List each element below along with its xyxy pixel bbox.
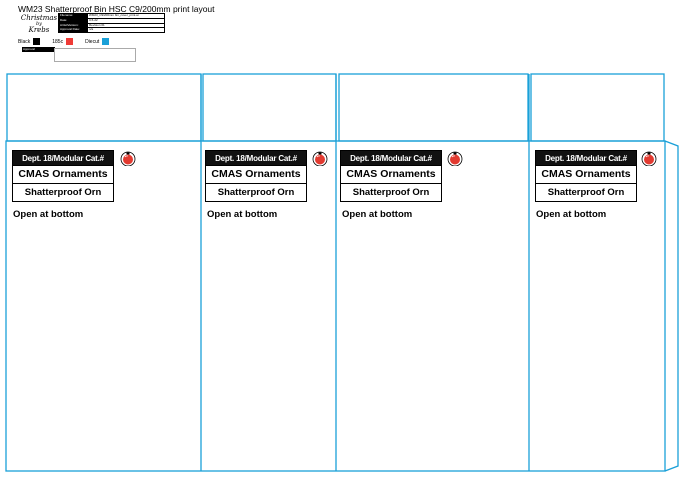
top-flap-2 [202,73,337,142]
legend-diecut-swatch [102,38,110,45]
legend-diecut-label: Diecut [85,38,100,45]
product-subtitle: Shatterproof Orn [12,184,114,202]
ornament-icon [641,151,657,166]
approval-note-box[interactable] [54,48,136,62]
legend-red-swatch [66,38,74,45]
product-name: CMAS Ornaments [535,166,637,184]
legend-black-label: Black [18,38,31,45]
ornament-icon [447,151,463,166]
meta-value: n/a [87,27,165,34]
legend-black-swatch [33,38,41,45]
logo-line-3: Krebs [28,26,50,34]
logo-line-1: Christmas [20,14,58,22]
dept-label: Dept. 18/Modular Cat.# 2603 [12,150,114,179]
top-flap-3 [338,73,529,142]
product-name: CMAS Ornaments [340,166,442,184]
dept-label: Dept. 18/Modular Cat.# 2603 [340,150,442,179]
ornament-icon [120,151,136,166]
logo-line-2: by [35,21,43,27]
product-subtitle: Shatterproof Orn [535,184,637,202]
open-note: Open at bottom [13,209,84,220]
file-info-table: Filename:WM23_C9/200mm bin_cover_print.a… [58,13,165,34]
open-note: Open at bottom [207,209,278,220]
legend-red-label: 185c [52,38,64,45]
approval-note-label: Approval Signature/Date: [22,47,55,56]
color-legend: Black 185c Diecut [18,38,121,45]
open-note: Open at bottom [536,209,607,220]
glue-flap [664,140,679,472]
approval-note: Approval Signature/Date: [22,47,136,62]
product-subtitle: Shatterproof Orn [205,184,307,202]
panel-label: Dept. 18/Modular Cat.# 2603 CMAS Ornamen… [535,150,637,202]
dept-label: Dept. 18/Modular Cat.# 2603 [205,150,307,179]
ornament-icon [312,151,328,166]
top-flap-4 [530,73,665,142]
product-name: CMAS Ornaments [12,166,114,184]
panel-label: Dept. 18/Modular Cat.# 2603 CMAS Ornamen… [340,150,442,202]
open-note: Open at bottom [342,209,413,220]
top-flap-1 [6,73,202,142]
panel-label: Dept. 18/Modular Cat.# 2603 CMAS Ornamen… [12,150,114,202]
meta-row: Approval Date:n/a [58,27,165,34]
panel-label: Dept. 18/Modular Cat.# 2603 CMAS Ornamen… [205,150,307,202]
product-subtitle: Shatterproof Orn [340,184,442,202]
page-title: WM23 Shatterproof Bin HSC C9/200mm print… [18,4,215,14]
product-name: CMAS Ornaments [205,166,307,184]
dept-label: Dept. 18/Modular Cat.# 2603 [535,150,637,179]
brand-logo: Christmas by Krebs [18,15,60,39]
